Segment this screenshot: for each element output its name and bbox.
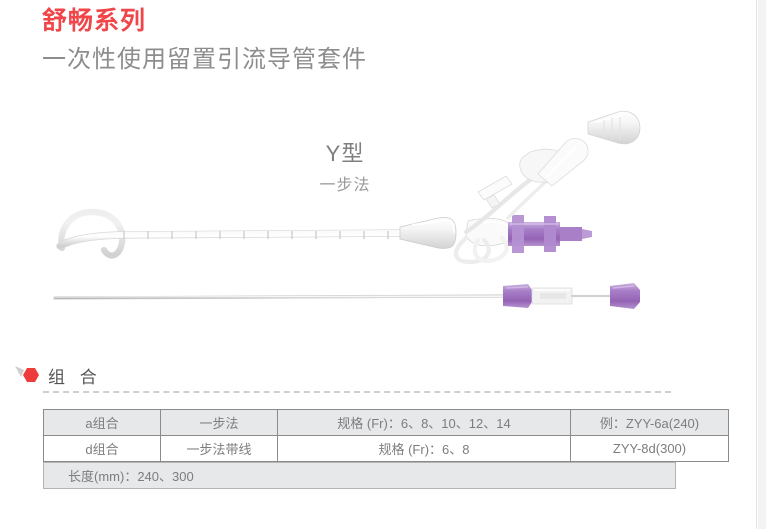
catheter-strain-relief-hub: [399, 217, 457, 249]
page-gutter: [758, 0, 766, 529]
extension-tubing: [463, 177, 550, 235]
slide-clamp: [477, 175, 513, 209]
specification-table: a组合 一步法 规格 (Fr)：6、8、10、12、14 例：ZYY-6a(24…: [43, 409, 729, 462]
page-title: 一次性使用留置引流导管套件: [42, 46, 367, 73]
cell-method: 一步法: [160, 409, 278, 436]
cell-combination: a组合: [43, 409, 161, 436]
cell-method: 一步法带线: [160, 435, 278, 462]
stylet-purple-hub-distal: [610, 283, 640, 309]
section-divider: [43, 391, 671, 393]
length-row: 长度(mm)：240、300: [43, 462, 676, 489]
product-illustration: [0, 100, 700, 335]
cell-example: ZYY-8d(300): [570, 435, 729, 462]
table-row: d组合 一步法带线 规格 (Fr)：6、8 ZYY-8d(300): [43, 435, 729, 462]
stylet-needle-assembly: [53, 283, 640, 309]
suture-wing-clamp: [453, 217, 515, 265]
combination-section-header: 组 合: [14, 364, 102, 390]
cell-spec: 规格 (Fr)：6、8、10、12、14: [277, 409, 571, 436]
stopcock-valve: [519, 138, 589, 187]
catheter-pigtail-tip: [58, 208, 126, 259]
purple-luer-connector: [508, 215, 592, 253]
cell-spec: 规格 (Fr)：6、8: [277, 435, 571, 462]
stylet-clear-connector: [531, 287, 573, 305]
table-row: a组合 一步法 规格 (Fr)：6、8、10、12、14 例：ZYY-6a(24…: [43, 409, 729, 436]
combination-section-title: 组 合: [48, 367, 102, 387]
luer-lock-cap: [587, 110, 641, 145]
cell-example: 例：ZYY-6a(240): [570, 409, 729, 436]
cell-combination: d组合: [43, 435, 161, 462]
stylet-purple-hub-proximal: [503, 284, 532, 308]
catheter-shaft: [56, 229, 409, 250]
spec-table-container: a组合 一步法 规格 (Fr)：6、8、10、12、14 例：ZYY-6a(24…: [43, 409, 729, 462]
hexagon-tag-icon: [14, 365, 42, 389]
series-title: 舒畅系列: [42, 7, 147, 35]
